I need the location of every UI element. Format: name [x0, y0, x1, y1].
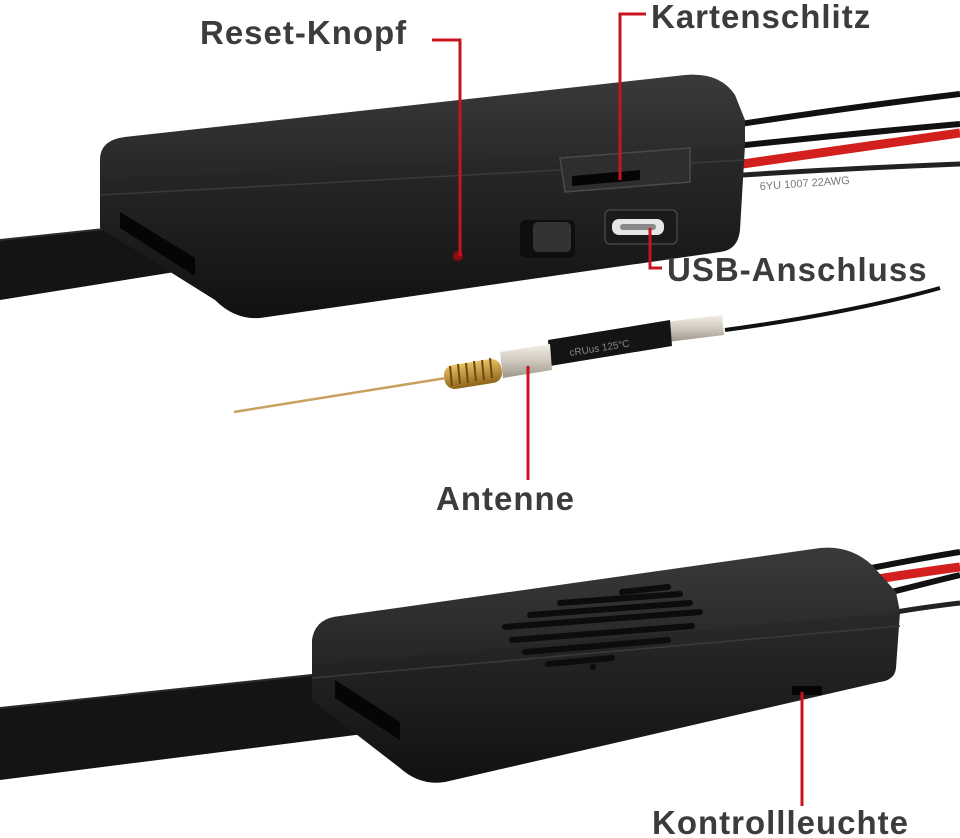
leader-card: [618, 12, 646, 180]
indicator-light-label: Kontrollleuchte: [652, 804, 910, 838]
leader-usb: [648, 228, 662, 270]
card-slot-label: Kartenschlitz: [651, 0, 872, 35]
side-button: [520, 220, 575, 258]
leader-reset: [432, 38, 462, 256]
usb-port: [604, 209, 678, 245]
indicator-slot: [792, 686, 822, 695]
reset-button-label: Reset-Knopf: [200, 14, 408, 51]
grille-dot: [590, 664, 596, 670]
antenna-coil: [443, 357, 503, 389]
leader-lines: [432, 12, 804, 806]
card-slot: [559, 147, 691, 193]
antenna-whip: [233, 376, 447, 414]
lower-strap: [0, 671, 395, 780]
speaker-grille: [502, 584, 703, 667]
antenna-assembly: cRUus 125°C: [233, 286, 941, 414]
upper-device-body: [99, 74, 746, 319]
antenna-label: Antenne: [436, 480, 575, 517]
wire-print: 6YU 1007 22AWG: [759, 175, 850, 193]
usb-port-label: USB-Anschluss: [667, 251, 928, 288]
lower-device-body: [311, 547, 901, 783]
